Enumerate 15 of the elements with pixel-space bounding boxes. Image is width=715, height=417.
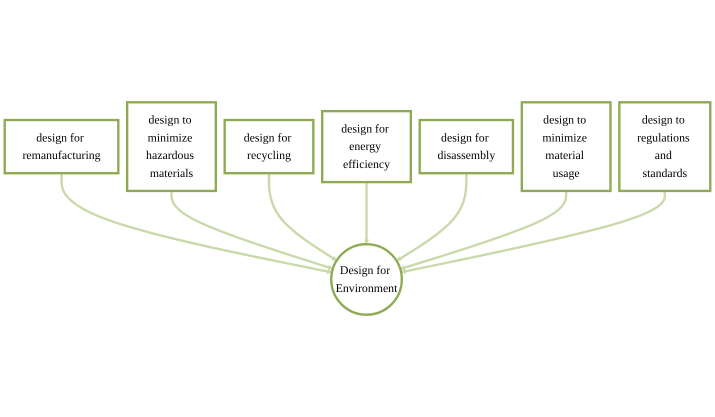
- node-box: design to minimize material usage: [520, 101, 612, 192]
- arrow: [364, 182, 370, 244]
- arrow: [396, 173, 468, 262]
- node-box: design for remanufacturing: [4, 118, 120, 174]
- node-box: design to minimize hazardous materials: [126, 101, 217, 192]
- node-box: design for energy efficiency: [321, 110, 412, 184]
- arrow: [400, 190, 666, 274]
- node-circle: Design for Environment: [330, 242, 403, 316]
- arrow: [60, 173, 332, 274]
- arrow: [400, 190, 568, 270]
- node-box: design to regulations and standards: [618, 101, 712, 192]
- node-box: design for disassembly: [418, 118, 514, 174]
- arrow: [268, 173, 337, 261]
- node-box: design for recycling: [224, 118, 315, 174]
- arrow: [170, 190, 334, 270]
